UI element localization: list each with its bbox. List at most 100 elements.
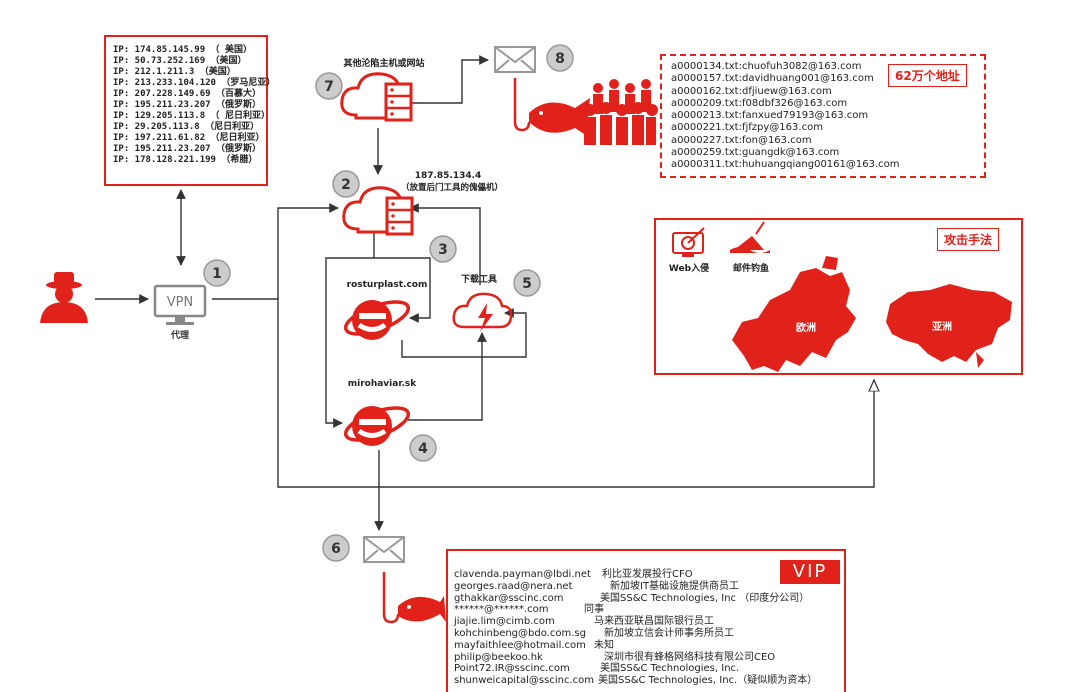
phishing-hook-icon (513, 78, 590, 138)
step-4-badge: 4 (409, 434, 437, 462)
connectors (95, 55, 874, 531)
ip-list-item: IP: 213.233.104.120 （罗马尼亚） (113, 78, 276, 88)
step-1-badge: 1 (203, 259, 231, 287)
ie-browser-icon (343, 300, 411, 340)
email-list-item: a0000213.txt:fanxued79193@163.com (671, 110, 869, 122)
svg-text:6: 6 (331, 541, 341, 557)
vip-description: 同事 (584, 604, 604, 616)
europe-map: 欧洲 (732, 256, 856, 372)
ie-browser-icon (343, 406, 411, 446)
ip-list-item: IP: 174.85.145.99 （ 美国） (113, 45, 252, 55)
svg-text:4: 4 (418, 441, 428, 457)
vip-row: shunweicapital@sscinc.com 美国SS&C Technolo… (454, 675, 844, 687)
web-intrusion-label: Web入侵 (669, 262, 709, 274)
vip-row: kohchinbeng@bdo.com.sg 新加坡立信会计师事务所员工 (454, 628, 844, 640)
vip-email: philip@beekoo.hk (454, 651, 543, 663)
vip-description: 新加坡IT基础设施提供商员工 (610, 580, 740, 592)
ip-list-item: IP: 178.128.221.199 （希腊） (113, 155, 258, 165)
vip-row: gthakkar@sscinc.com 美国SS&C Technologies, … (454, 593, 844, 605)
svg-text:8: 8 (555, 51, 565, 67)
vip-description: 未知 (594, 639, 614, 651)
vip-email: gthakkar@sscinc.com (454, 592, 564, 604)
vip-description: 利比亚发展投行CFO (602, 569, 693, 580)
vip-email: ******@******.com (454, 604, 549, 616)
hacker-icon (40, 272, 88, 323)
email-list-item: a0000134.txt:chuofuh3082@163.com (671, 61, 862, 72)
europe-label: 欧洲 (796, 321, 816, 334)
c2-server-cloud-icon (342, 186, 414, 236)
vip-description: 马来西亚联昌国际银行员工 (594, 616, 714, 628)
attack-methods-panel (654, 218, 1023, 375)
step-3-badge: 3 (429, 235, 457, 263)
step-2-badge: 2 (332, 170, 360, 198)
phishing-hook-icon (382, 572, 446, 624)
vip-email: shunweicapital@sscinc.com (454, 675, 594, 687)
c2-desc-label: （放置后门工具的傀儡机） (401, 182, 503, 193)
vip-description: 美国SS&C Technologies, Inc （印度分公司） (600, 592, 810, 604)
vip-row: philip@beekoo.hk 深圳市很有蜂格网络科技有限公司CEO (454, 652, 844, 664)
crowd-icon (584, 79, 658, 145)
vip-email: mayfaithlee@hotmail.com (454, 639, 586, 651)
ip-list-item: IP: 197.211.61.82 （尼日利亚） (113, 133, 265, 143)
step-8-badge: 8 (546, 44, 574, 72)
email-list-item: a0000259.txt:guangdk@163.com (671, 147, 840, 159)
mail-phishing-label: 邮件钓鱼 (733, 262, 769, 274)
mirohaviar-label: mirohaviar.sk (348, 379, 418, 389)
ip-list-item: IP: 207.228.149.69 （百慕大） (113, 89, 261, 99)
vip-email: Point72.IR@sscinc.com (454, 663, 570, 675)
step-badges: 1 2 3 4 5 6 7 8 (203, 44, 574, 562)
step-6-badge: 6 (322, 534, 350, 562)
email-list-item: a0000157.txt:davidhuang001@163.com (671, 73, 874, 85)
ip-list-item: IP: 129.205.113.8 （ 尼日利亚） (113, 111, 270, 121)
vip-email: jiajie.lim@cimb.com (454, 616, 555, 628)
vip-row: jiajie.lim@cimb.com 马来西亚联昌国际银行员工 (454, 616, 844, 628)
vip-description: 深圳市很有蜂格网络科技有限公司CEO (604, 651, 776, 663)
step-5-badge: 5 (513, 269, 541, 297)
mail-phishing-icon (730, 221, 770, 253)
asia-label: 亚洲 (932, 321, 952, 333)
step-7-badge: 7 (315, 72, 343, 100)
proxy-label: 代理 (170, 329, 189, 341)
vip-email: georges.raad@nera.net (454, 580, 573, 592)
download-tool-label: 下载工具 (461, 273, 497, 285)
envelope-icon (494, 46, 536, 73)
ip-list-item: IP: 212.1.211.3 （美国） (113, 67, 236, 77)
vip-description: 美国SS&C Technologies, Inc.（疑似顺为资本） (598, 675, 818, 687)
vpn-monitor-icon (153, 284, 207, 325)
email-list-item: a0000209.txt:f08dbf326@163.com (671, 97, 848, 109)
svg-text:5: 5 (522, 276, 532, 292)
vip-email: clavenda.payman@lbdi.net (454, 569, 591, 580)
attack-methods-badge: 攻击手法 (937, 228, 1000, 251)
web-intrusion-icon (672, 227, 705, 257)
email-list-item: a0000162.txt:dfjiuew@163.com (671, 85, 832, 97)
source-ip-list: IP: 174.85.145.99 （ 美国）IP: 50.73.252.169… (104, 35, 276, 186)
envelope-icon (363, 536, 405, 563)
ip-list-item: IP: 195.211.23.207 （俄罗斯） (113, 144, 261, 154)
download-tool-cloud-icon (452, 292, 513, 332)
svg-text:1: 1 (212, 266, 222, 282)
vip-row: ******@******.com 同事 (454, 604, 844, 616)
email-list-item: a0000227.txt:fon@163.com (671, 134, 812, 146)
vip-badge: VIP (780, 560, 840, 584)
email-list-item: a0000311.txt:huhuangqiang00161@163.com (671, 159, 900, 171)
compromised-hosts-label: 其他沦陷主机或网站 (343, 57, 424, 69)
ip-list-item: IP: 29.205.113.8 （尼日利亚） (113, 122, 260, 132)
email-count-badge: 62万个地址 (888, 64, 967, 87)
vip-row: mayfaithlee@hotmail.com 未知 (454, 640, 844, 652)
ip-list-item: IP: 195.211.23.207 （俄罗斯） (113, 100, 261, 110)
asia-map: 亚洲 (886, 284, 1012, 368)
ip-list-item: IP: 50.73.252.169 （美国） (113, 56, 247, 66)
vpn-label: VPN (167, 295, 193, 310)
c2-ip-label: 187.85.134.4 (415, 171, 482, 181)
rosturplast-label: rosturplast.com (347, 280, 428, 290)
vip-email: kohchinbeng@bdo.com.sg (454, 627, 586, 639)
vip-row: georges.raad@nera.net 新加坡IT基础设施提供商员工 (454, 581, 844, 593)
email-list-item: a0000221.txt:fjfzpy@163.com (671, 122, 823, 134)
svg-text:7: 7 (324, 79, 334, 95)
vip-description: 新加坡立信会计师事务所员工 (604, 627, 734, 639)
svg-text:2: 2 (341, 177, 351, 193)
